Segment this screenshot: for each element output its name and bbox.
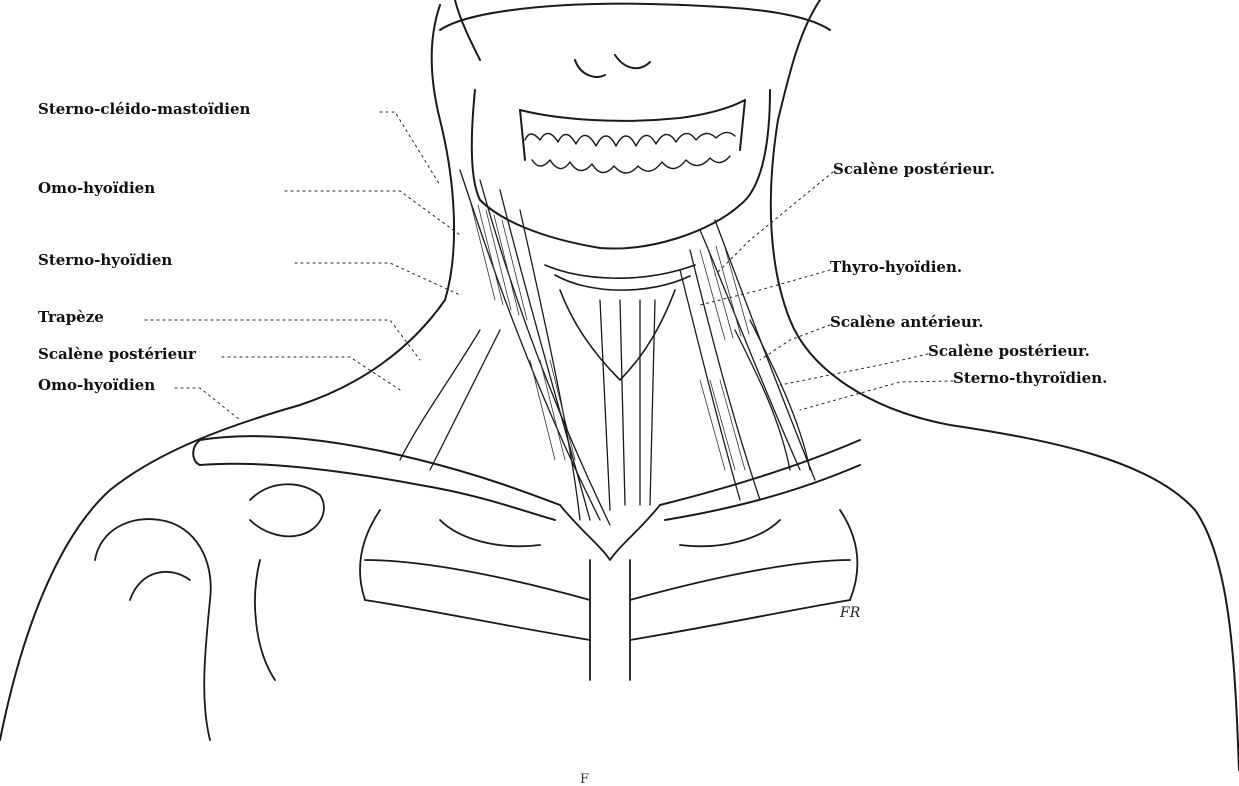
muscle-hatching [470, 200, 749, 470]
label-trapeze: Trapèze [38, 308, 104, 326]
leader-lines-left [145, 112, 460, 420]
label-sterno-cleido-mastoidien: Sterno-cléido-mastoïdien [38, 100, 250, 118]
label-thyro-hyoidien: Thyro-hyoïdien. [830, 258, 962, 276]
label-scalene-posterieur-top: Scalène postérieur. [833, 160, 995, 178]
clavicles [193, 436, 860, 520]
artist-signature: FR [840, 605, 860, 621]
teeth [525, 132, 735, 173]
label-sterno-thyroidien: Sterno-thyroïdien. [953, 369, 1107, 387]
label-scalene-anterieur: Scalène antérieur. [830, 313, 984, 331]
label-scalene-posterieur-left: Scalène postérieur [38, 345, 196, 363]
label-scalene-posterieur-lower: Scalène postérieur. [928, 342, 1090, 360]
sternum-ribs [360, 505, 857, 680]
label-omo-hyoidien-top: Omo-hyoïdien [38, 179, 155, 197]
shoulder-bones [95, 484, 324, 740]
label-omo-hyoidien-bottom: Omo-hyoïdien [38, 376, 155, 394]
label-sterno-hyoidien: Sterno-hyoïdien [38, 251, 172, 269]
figure-caption: F [580, 772, 589, 786]
